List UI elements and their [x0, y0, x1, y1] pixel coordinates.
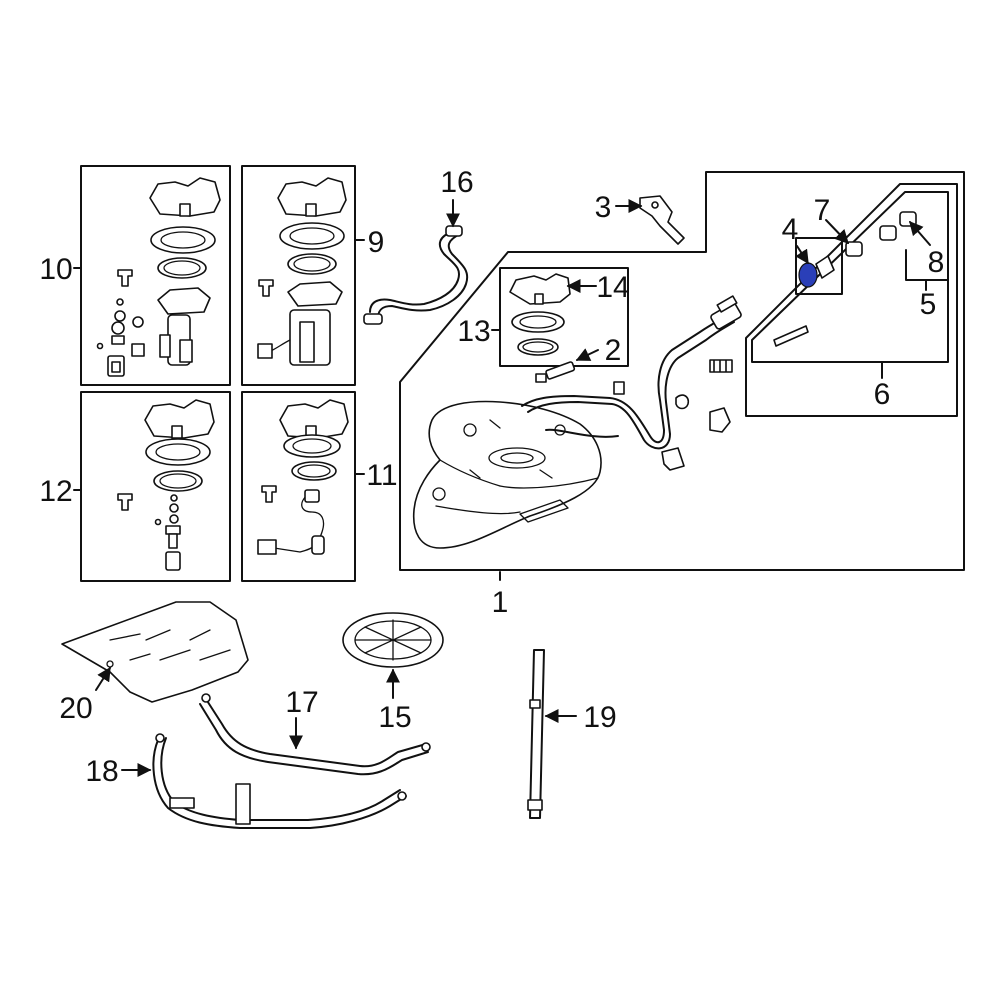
- callout-7: 7: [814, 194, 831, 227]
- callout-17: 17: [285, 686, 318, 719]
- box-pump-11: [241, 391, 356, 582]
- bracket-3: [639, 195, 685, 245]
- callout-1: 1: [492, 586, 509, 619]
- callout-13: 13: [457, 315, 490, 348]
- fuel-pump-assembly-12: [117, 399, 215, 571]
- vent-hose-16: [363, 225, 469, 325]
- callout-5: 5: [920, 288, 937, 321]
- sensor-2: [545, 361, 576, 380]
- callout-18: 18: [85, 755, 118, 788]
- box-filler-6: [745, 183, 958, 417]
- callout-2: 2: [605, 334, 622, 367]
- callout-4: 4: [782, 213, 799, 246]
- fuel-pump-assembly-9: [257, 177, 347, 366]
- box-filler-5: [905, 249, 949, 281]
- tank-strap-17: [199, 693, 431, 776]
- callout-3: 3: [595, 191, 612, 224]
- callout-19: 19: [583, 701, 616, 734]
- callout-14: 14: [596, 271, 629, 304]
- tank-clips: [535, 359, 733, 471]
- box-pump-10: [80, 165, 231, 386]
- box-filler-inner: [751, 191, 949, 363]
- callout-15: 15: [378, 701, 411, 734]
- callout-8: 8: [928, 246, 945, 279]
- rod-19: [527, 649, 545, 819]
- box-pump-9: [241, 165, 356, 386]
- callout-10: 10: [39, 253, 72, 286]
- callout-labels: 1 2 3 4 5 6 7 8 9 10 11 12 13 14 15 16 1…: [39, 166, 944, 788]
- fuel-cap-4-highlight: [798, 262, 818, 288]
- fuel-pump-assembly-10: [96, 177, 221, 377]
- protector-15: [342, 612, 444, 668]
- pump-seal-group-13: [509, 273, 571, 356]
- callout-9: 9: [368, 226, 385, 259]
- box-cap-4: [795, 237, 843, 295]
- callout-11: 11: [366, 459, 397, 492]
- callout-16: 16: [440, 166, 473, 199]
- box-pump-12: [80, 391, 231, 582]
- fuel-tank-1: [412, 400, 602, 549]
- callout-12: 12: [39, 475, 72, 508]
- heat-shield-20: [61, 601, 249, 703]
- box-tank-1: [399, 171, 965, 571]
- callout-20: 20: [59, 692, 92, 725]
- leader-lines: [73, 199, 931, 777]
- fuel-pump-assembly-11: [257, 399, 349, 555]
- callout-6: 6: [874, 378, 891, 411]
- fuel-filler-pipe: [521, 295, 742, 450]
- tank-strap-18: [152, 733, 407, 829]
